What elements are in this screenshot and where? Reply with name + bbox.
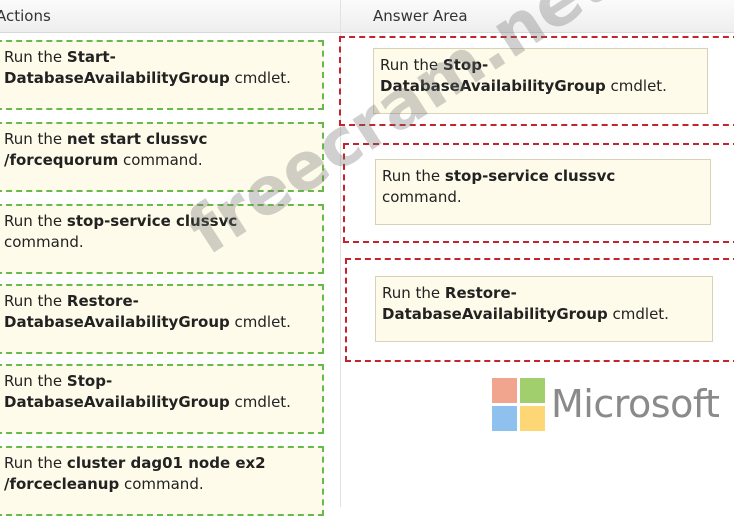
answer-item-stop-dag[interactable]: Run the Stop-DatabaseAvailabilityGroup c… [373, 48, 708, 114]
action-item-net-start-clussvc[interactable]: Run the net start clussvc /forcequorum c… [0, 122, 324, 192]
action-item-text: Run the cluster dag01 node ex2 /forcecle… [4, 454, 266, 493]
answer-slot-1[interactable]: Run the Stop-DatabaseAvailabilityGroup c… [339, 36, 734, 126]
action-item-stop-service-clussvc[interactable]: Run the stop-service clussvc command. [0, 204, 324, 274]
action-item-text: Run the stop-service clussvc command. [4, 212, 238, 251]
answer-item-text: Run the Stop-DatabaseAvailabilityGroup c… [380, 56, 667, 95]
action-item-start-dag[interactable]: Run the Start-DatabaseAvailabilityGroup … [0, 40, 324, 110]
answer-panel: Answer Area Run the Stop-DatabaseAvailab… [339, 0, 734, 507]
answer-header: Answer Area [341, 0, 734, 33]
answer-item-stop-service-clussvc[interactable]: Run the stop-service clussvc command. [375, 159, 711, 225]
answer-item-text: Run the stop-service clussvc command. [382, 167, 616, 206]
action-item-text: Run the Stop-DatabaseAvailabilityGroup c… [4, 372, 291, 411]
actions-panel: Actions Run the Start-DatabaseAvailabili… [0, 0, 340, 516]
microsoft-logo-icon [492, 378, 546, 432]
microsoft-wordmark: Microsoft [551, 382, 720, 426]
answer-item-restore-dag[interactable]: Run the Restore-DatabaseAvailabilityGrou… [375, 276, 713, 342]
logo-square-green [520, 378, 545, 403]
answer-item-text: Run the Restore-DatabaseAvailabilityGrou… [382, 284, 669, 323]
logo-square-yellow [520, 406, 545, 431]
action-item-text: Run the Restore-DatabaseAvailabilityGrou… [4, 292, 291, 331]
actions-header: Actions [0, 0, 340, 33]
action-item-text: Run the Start-DatabaseAvailabilityGroup … [4, 48, 291, 87]
action-item-cluster-forcecleanup[interactable]: Run the cluster dag01 node ex2 /forcecle… [0, 446, 324, 516]
answer-slot-2[interactable]: Run the stop-service clussvc command. [343, 143, 734, 243]
action-item-restore-dag[interactable]: Run the Restore-DatabaseAvailabilityGrou… [0, 284, 324, 354]
action-item-text: Run the net start clussvc /forcequorum c… [4, 130, 208, 169]
answer-slot-3[interactable]: Run the Restore-DatabaseAvailabilityGrou… [345, 258, 734, 362]
action-item-stop-dag[interactable]: Run the Stop-DatabaseAvailabilityGroup c… [0, 364, 324, 434]
logo-square-red [492, 378, 517, 403]
logo-square-blue [492, 406, 517, 431]
